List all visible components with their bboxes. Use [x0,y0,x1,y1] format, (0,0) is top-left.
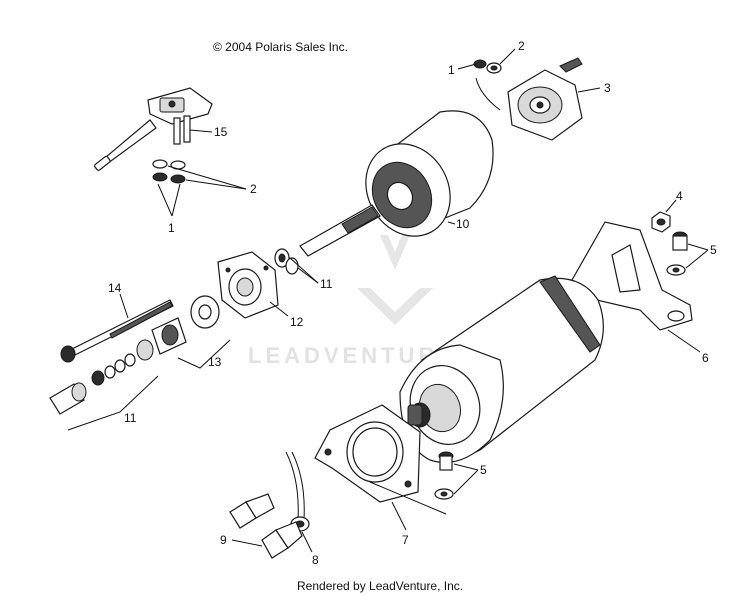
nut-part-4 [651,199,677,233]
armature-part-10 [299,110,494,257]
nut-washer-parts-1-2-top [457,48,516,111]
callout-2-left: 2 [250,182,257,196]
callout-10: 10 [456,217,470,231]
pinion-assembly-part-11-low [49,317,187,431]
callout-13: 13 [208,355,222,369]
callout-9: 9 [220,533,227,547]
solenoid-switch-part-15 [94,87,213,171]
footer-credit: Rendered by LeadVenture, Inc. [297,579,463,593]
gasket-plate-part-7 [314,404,421,531]
end-cap-part-3 [507,57,601,141]
bolts-part-9 [229,493,303,559]
callout-11-low: 11 [124,411,137,425]
callout-4: 4 [676,189,683,203]
callout-1-left: 1 [168,221,175,235]
drive-end-plate-part-12 [217,251,289,319]
mounting-bracket-part-6 [571,221,701,353]
callout-5-upper: 5 [710,243,717,257]
bolt-washer-part-5-lower [369,451,479,515]
callout-11-mid: 11 [320,277,333,291]
callout-3: 3 [604,81,611,95]
callout-14: 14 [108,281,122,295]
callout-7: 7 [402,533,409,547]
callout-8: 8 [312,553,319,567]
starter-motor-housing [399,275,604,464]
bolt-washer-part-5-upper [666,231,709,276]
callout-5-lower: 5 [480,463,487,477]
washers-parts-1-2-left [152,159,247,217]
drive-washer-part-13 [177,295,231,369]
callout-1-top: 1 [448,63,455,77]
callout-12: 12 [290,315,304,329]
callout-6: 6 [702,351,709,365]
through-bolt-part-14 [60,293,174,363]
washers-part-11-mid [274,248,319,284]
callout-2-top: 2 [518,39,525,53]
callout-15: 15 [214,125,228,139]
copyright-text: © 2004 Polaris Sales Inc. [213,40,348,54]
